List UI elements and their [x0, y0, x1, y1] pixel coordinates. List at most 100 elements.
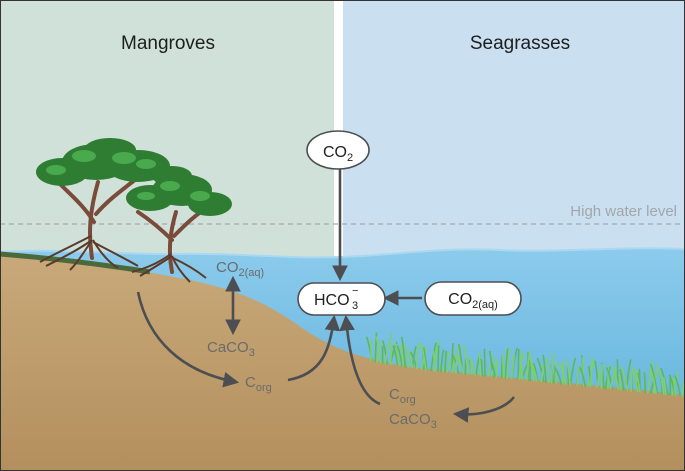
seagrass-blade: [392, 345, 399, 367]
node-co2aq-right: CO2(aq): [424, 281, 522, 316]
caco3-right-sub: 3: [431, 419, 437, 431]
seagrass-blade: [528, 354, 535, 382]
seagrass-blade: [550, 353, 554, 384]
seagrass-blade: [451, 352, 460, 374]
seagrass-blade: [483, 348, 486, 377]
seagrass-blade: [375, 336, 382, 364]
hco3-base: HCO: [314, 292, 350, 309]
seagrass-blade: [620, 366, 629, 392]
label-caco3-right: CaCO3: [389, 411, 437, 431]
seagrasses-title: Seagrasses: [470, 33, 570, 54]
seagrass-blade: [396, 345, 403, 367]
arrow-soil-to-corg-left: [136, 291, 240, 388]
seagrass-blade: [662, 377, 667, 396]
seagrass-blade: [611, 366, 620, 391]
seagrass-blade: [569, 357, 577, 386]
co2-atm-sub: 2: [347, 152, 353, 164]
corg-right-sub: org: [400, 394, 416, 406]
co2aq-left-sub: 2(aq): [239, 267, 265, 279]
seagrass-blade: [596, 369, 602, 389]
seagrass-blade: [680, 376, 685, 397]
seagrass-blade: [674, 375, 682, 397]
seagrass-blade: [432, 350, 436, 372]
high-water-label: High water level: [570, 203, 677, 220]
label-co2aq-left: CO2(aq): [216, 259, 264, 279]
seagrass-blade: [504, 348, 509, 379]
mangrove-tree-left: [36, 138, 170, 271]
seagrass-blade: [415, 342, 420, 370]
seagrass-blade: [605, 367, 614, 390]
seagrass-blade: [451, 354, 457, 374]
seagrass-blade: [444, 350, 448, 373]
seagrass-blade: [519, 353, 524, 381]
mangrove-tree-right: [126, 166, 232, 283]
seagrass-blade: [501, 353, 505, 379]
seagrass-blade: [490, 360, 497, 378]
node-hco3: HCO − 3: [297, 282, 386, 316]
seagrass-blade: [422, 347, 428, 371]
co2aq-right-base: CO: [448, 291, 472, 308]
seagrass-blade: [437, 345, 440, 372]
seagrass-blade: [546, 357, 550, 383]
seagrass-blade: [589, 356, 594, 388]
seagrass-blade: [579, 367, 587, 388]
hco3-sup: −: [352, 285, 358, 297]
corg-left-sub: org: [256, 382, 272, 394]
node-co2-atmospheric: CO2: [306, 130, 370, 170]
seagrass-blade: [374, 332, 378, 363]
seagrass-blade: [566, 360, 571, 386]
seagrass-blade: [540, 363, 545, 383]
arrow-soil-right-to-hco3: [339, 314, 381, 406]
sediment: [0, 253, 685, 471]
seagrass-blade: [619, 368, 625, 391]
arrow-seagrass-to-soil: [452, 396, 516, 423]
seagrass-blade: [581, 357, 585, 387]
seagrass-blade: [609, 367, 618, 390]
seagrass-blade: [407, 350, 414, 369]
seagrass-blade: [653, 363, 659, 394]
label-corg-right: Corg: [389, 386, 416, 406]
arrow-corg-left-to-hco3: [287, 314, 341, 382]
seagrass-blade: [525, 350, 531, 381]
seagrass-blade: [440, 349, 445, 373]
svg-text:CO2(aq): CO2(aq): [448, 291, 498, 311]
seagrass-blade: [576, 366, 580, 387]
seagrass-bed: [365, 332, 685, 397]
seagrass-blade: [649, 368, 658, 395]
seagrass-blade: [558, 362, 567, 386]
co2aq-left-base: CO: [216, 259, 239, 276]
seagrass-blade: [633, 366, 641, 393]
seagrass-blade: [658, 368, 665, 395]
co2aq-right-sub: 2(aq): [472, 299, 498, 311]
seagrass-blade: [467, 356, 477, 376]
seagrass-blade: [529, 360, 538, 383]
seagrass-blade: [487, 354, 495, 377]
seagrass-blade: [672, 377, 677, 397]
seagrass-blade: [631, 367, 639, 393]
label-caco3-left: CaCO3: [207, 339, 255, 359]
caco3-left-base: CaCO: [207, 339, 249, 356]
caco3-left-sub: 3: [249, 347, 255, 359]
seagrass-blade: [600, 363, 604, 389]
seagrass-blade: [643, 372, 647, 394]
seagrass-blade: [381, 340, 389, 365]
seagrass-blade: [394, 342, 400, 367]
caco3-right-base: CaCO: [389, 411, 431, 428]
seagrass-blade: [480, 358, 484, 377]
seagrass-blade: [495, 361, 499, 378]
seagrass-blade: [506, 348, 511, 379]
seagrass-blade: [566, 367, 570, 385]
seagrass-blade: [646, 361, 654, 394]
seagrass-blade: [536, 357, 545, 383]
corg-left-base: C: [245, 374, 256, 391]
seagrass-blade: [400, 345, 404, 367]
shore-vegetation-strip: [0, 251, 151, 275]
label-corg-left: Corg: [245, 374, 272, 394]
seagrass-blade: [510, 355, 516, 380]
seagrass-blade: [542, 354, 547, 383]
seagrass-blade: [462, 344, 470, 375]
panel-divider: [334, 0, 343, 471]
seagrass-blade: [420, 342, 427, 371]
